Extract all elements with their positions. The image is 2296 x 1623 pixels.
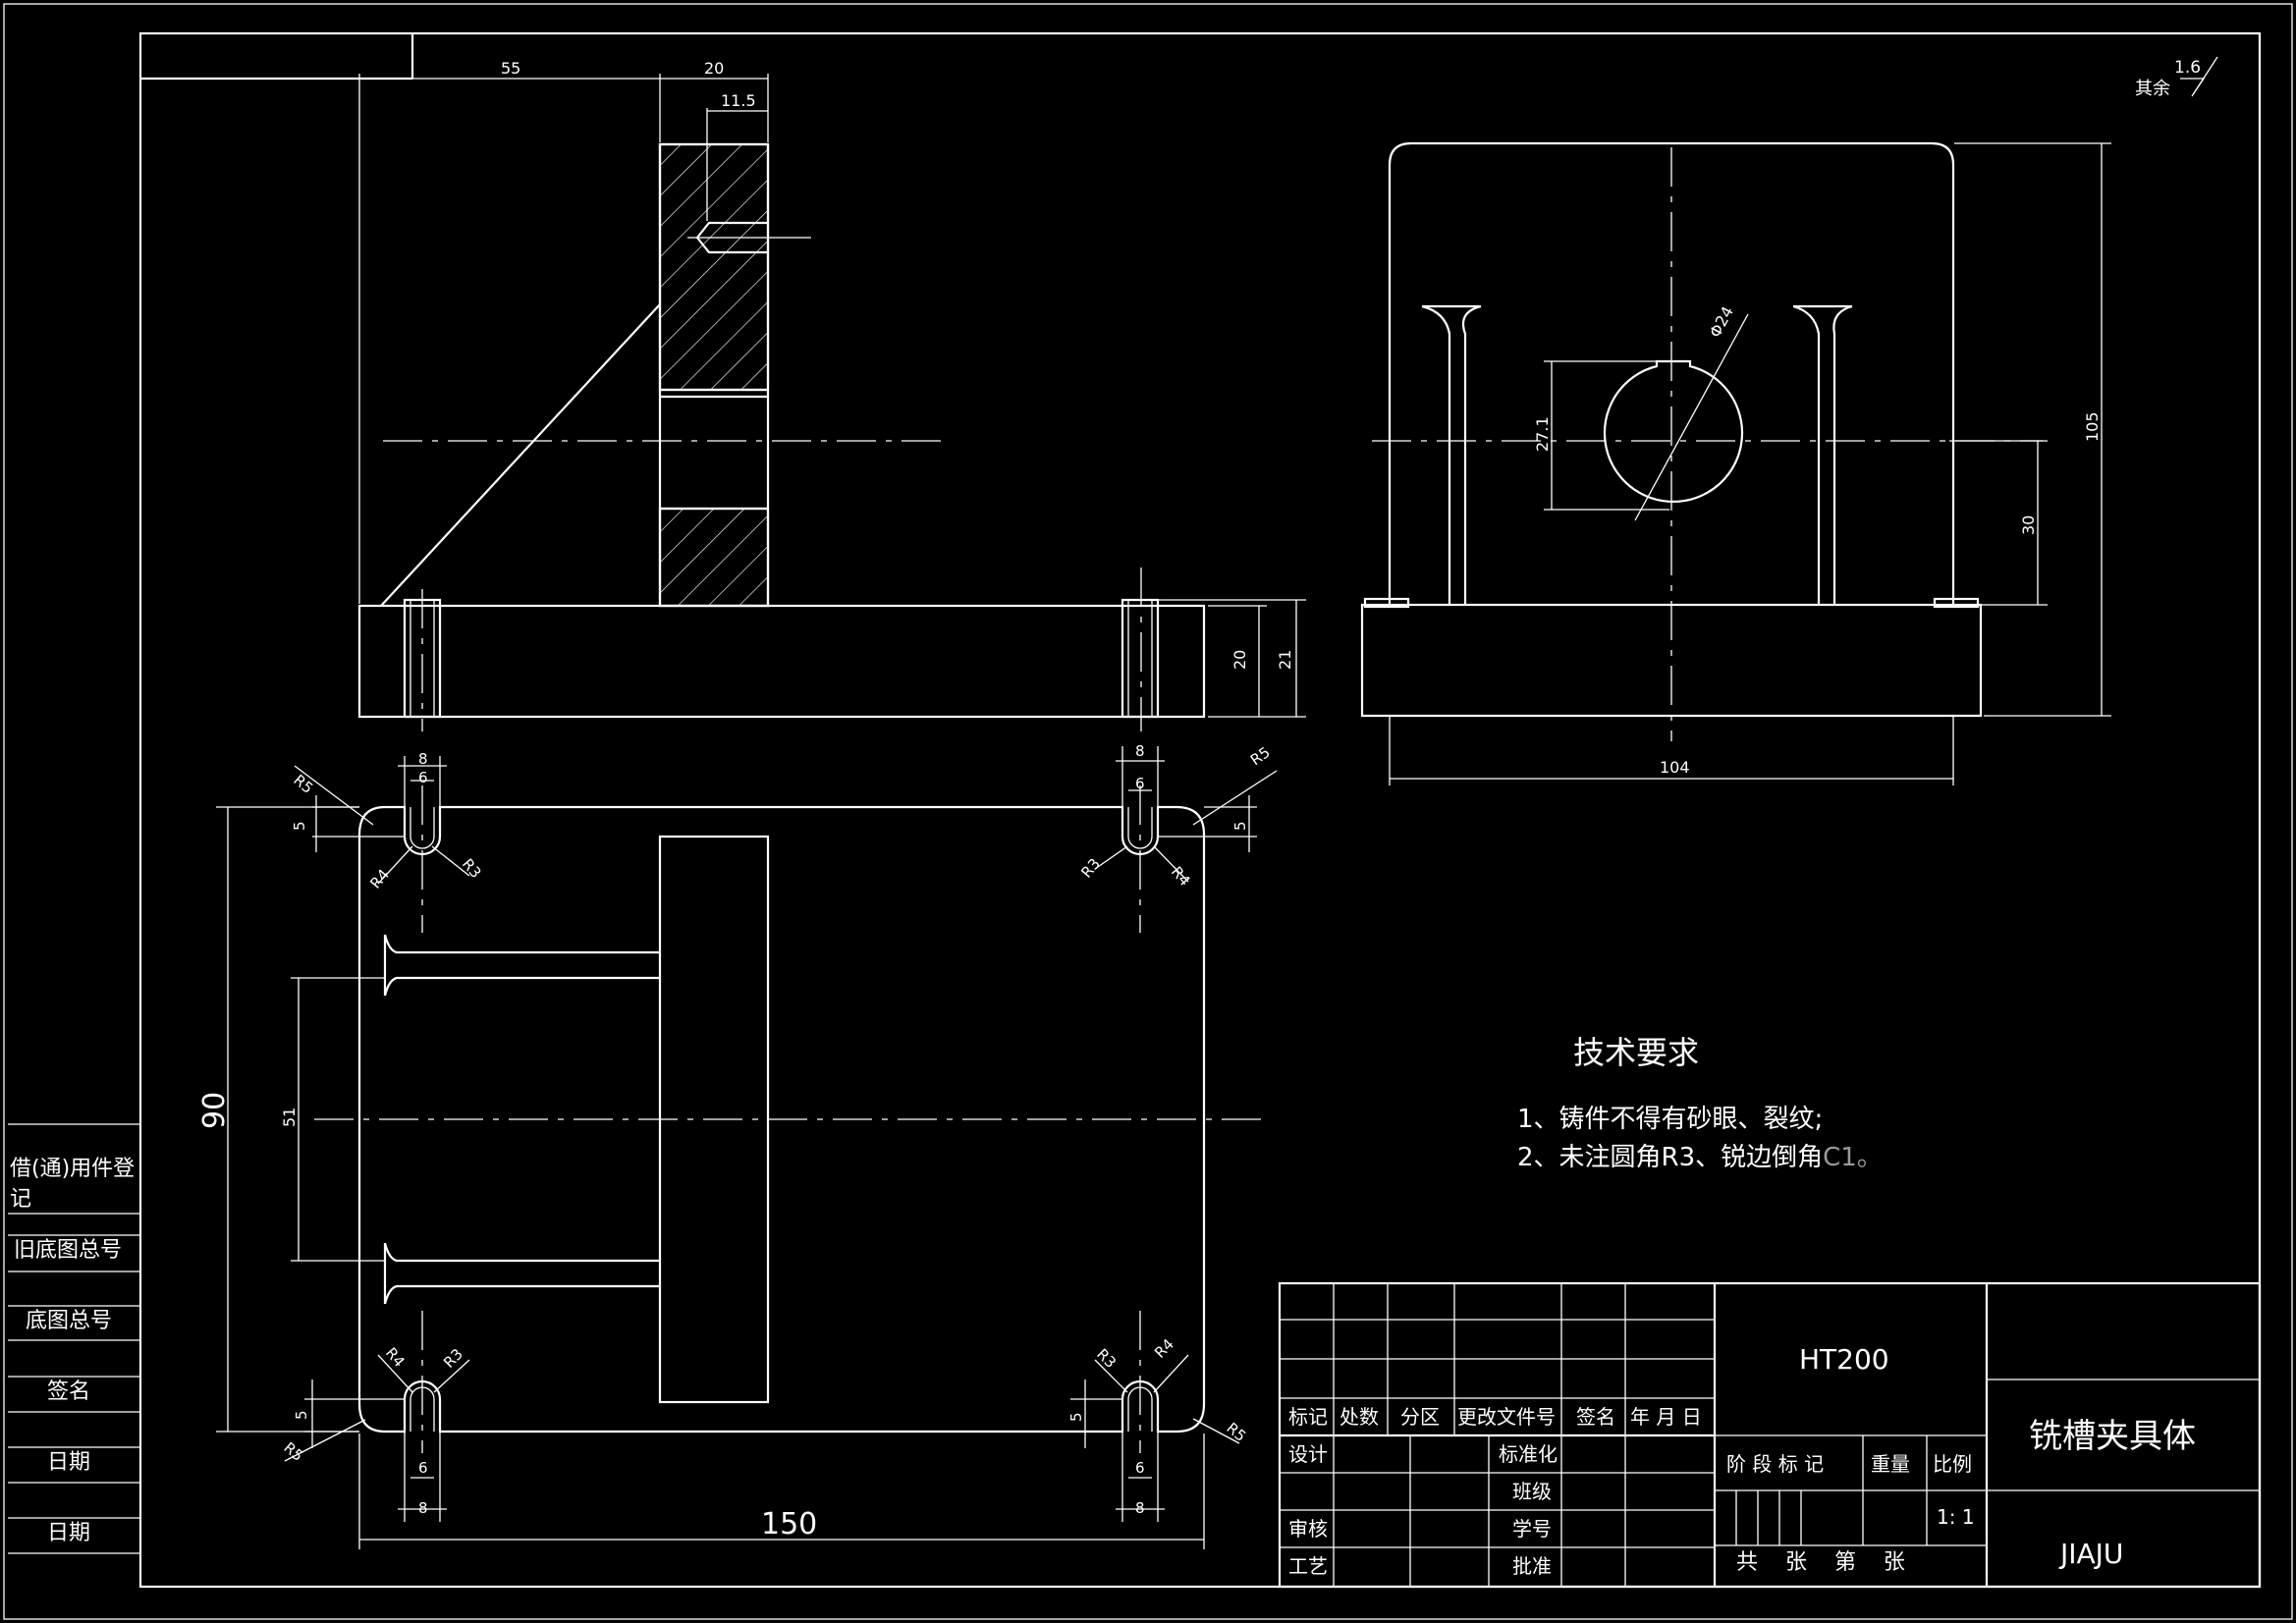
side-view-dimensions: 105 27.1 Φ24 30 104	[1389, 142, 2111, 785]
tb-weight: 重量	[1871, 1452, 1910, 1476]
tb-standardize: 标准化	[1499, 1442, 1558, 1466]
dim-27-1: 27.1	[1533, 416, 1552, 452]
dim-150: 150	[761, 1507, 817, 1542]
tech-req-item-1: 1、铸件不得有砂眼、裂纹;	[1517, 1105, 1823, 1134]
tech-req-title: 技术要求	[1573, 1034, 1699, 1071]
dim-5-bl: 5	[293, 1410, 310, 1420]
tb-col-zone: 分区	[1400, 1405, 1440, 1429]
tb-scale: 1: 1	[1937, 1505, 1975, 1529]
dim-r3-tr: R3	[1077, 855, 1104, 882]
dim-r5-tr: R5	[1247, 743, 1274, 769]
tb-col-count: 处数	[1339, 1405, 1379, 1429]
dim-55: 55	[501, 59, 520, 78]
signature-label: 签名	[47, 1380, 90, 1404]
tb-col-doc: 更改文件号	[1457, 1405, 1556, 1429]
tb-design: 设计	[1288, 1442, 1328, 1466]
dim-r5-br: R5	[1223, 1419, 1249, 1445]
roughness-symbol: 其余 1.6	[2135, 56, 2218, 99]
tb-stage-mark: 阶 段 标 记	[1726, 1452, 1824, 1476]
register-label-line2: 记	[10, 1187, 31, 1212]
dim-5-tl: 5	[291, 821, 308, 831]
tech-req-item-2-prefix: 2、未注圆角R3、锐边倒角	[1517, 1143, 1823, 1172]
title-block: 标记 处数 分区 更改文件号 签名 年 月 日 设计 标准化 班级 审核 学号 …	[1278, 1281, 2262, 1589]
dim-5-br: 5	[1067, 1412, 1085, 1422]
dim-8-tl: 8	[418, 750, 428, 768]
tb-col-date: 年 月 日	[1630, 1405, 1702, 1429]
dim-r5-bl: R5	[280, 1438, 306, 1465]
dim-6-tl: 6	[418, 769, 428, 786]
tb-part-name: 铣槽夹具体	[2029, 1417, 2196, 1456]
dim-20-right: 20	[1230, 650, 1249, 670]
dim-6-tr: 6	[1135, 775, 1145, 792]
date-label-1: 日期	[47, 1450, 90, 1475]
dim-6-br: 6	[1135, 1459, 1145, 1477]
dim-r3-tl: R3	[459, 855, 485, 882]
dim-r5-tl: R5	[290, 771, 316, 797]
dim-r3-bl: R3	[440, 1345, 466, 1372]
tb-material: HT200	[1799, 1343, 1889, 1376]
tb-col-mark: 标记	[1288, 1405, 1328, 1429]
inner-border	[138, 31, 2262, 1589]
side-view	[1360, 141, 2043, 741]
tb-scale-label: 比例	[1933, 1452, 1972, 1476]
tb-approve: 批准	[1512, 1554, 1552, 1578]
tech-req-item-2-suffix: C1。	[1823, 1143, 1883, 1172]
tb-review: 审核	[1288, 1517, 1328, 1541]
dim-11-5: 11.5	[721, 91, 756, 110]
dim-104: 104	[1660, 758, 1690, 777]
drawing-no-label: 底图总号	[26, 1309, 112, 1333]
roughness-value: 1.6	[2174, 58, 2201, 78]
dim-30: 30	[2019, 515, 2038, 535]
dim-phi24: Φ24	[1706, 303, 1737, 341]
technical-requirements: 技术要求 1、铸件不得有砂眼、裂纹; 2、未注圆角R3、锐边倒角C1。	[1517, 1034, 1883, 1172]
dim-8-br: 8	[1135, 1499, 1145, 1517]
top-view	[314, 785, 1267, 1453]
dim-8-bl: 8	[418, 1499, 428, 1517]
svg-text:2、未注圆角R3、锐边倒角C1。: 2、未注圆角R3、锐边倒角C1。	[1517, 1143, 1883, 1172]
dim-r4-tr: R4	[1168, 863, 1194, 890]
roughness-label: 其余	[2135, 79, 2170, 99]
register-label-line1: 借(通)用件登	[10, 1157, 135, 1181]
dim-r4-bl: R4	[382, 1344, 409, 1371]
dim-r3-br: R3	[1093, 1345, 1120, 1372]
front-view-dimensions: 55 20 11.5 20 21	[358, 59, 1306, 718]
dim-90: 90	[197, 1092, 232, 1129]
old-drawing-no-label: 旧底图总号	[14, 1238, 122, 1263]
date-label-2: 日期	[47, 1521, 90, 1545]
dim-6-bl: 6	[418, 1459, 428, 1477]
dim-21: 21	[1276, 650, 1294, 670]
front-section-view	[357, 142, 1206, 731]
tb-class: 班级	[1512, 1480, 1552, 1503]
margin-register-table: 借(通)用件登 记 旧底图总号 底图总号 签名 日期 日期	[8, 1123, 140, 1554]
dim-51: 51	[280, 1108, 299, 1127]
tb-student-no: 学号	[1512, 1517, 1552, 1541]
dim-r4-tl: R4	[366, 866, 393, 893]
dim-8-tr: 8	[1135, 742, 1145, 760]
tb-process: 工艺	[1288, 1554, 1328, 1578]
dim-105: 105	[2083, 411, 2102, 442]
dim-5-tr: 5	[1231, 821, 1249, 831]
outer-border	[3, 3, 2293, 1620]
tb-drawing-code: JIAJU	[2058, 1538, 2123, 1570]
dim-r4-br: R4	[1151, 1335, 1177, 1362]
dim-20-top: 20	[704, 59, 724, 78]
tb-sheets: 共 张 第 张	[1736, 1550, 1905, 1575]
tb-col-sign: 签名	[1576, 1405, 1615, 1429]
